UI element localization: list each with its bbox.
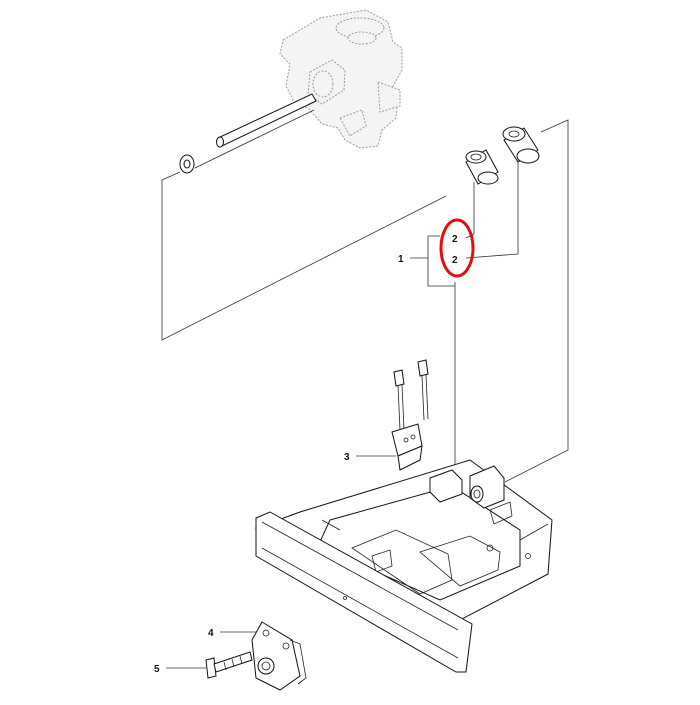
main-frame — [254, 459, 553, 621]
bolt-part — [205, 651, 253, 679]
callout-3: 3 — [344, 452, 350, 463]
nut-part — [179, 154, 195, 174]
mounting-plate — [251, 621, 307, 691]
bolt-right — [417, 359, 429, 421]
callout-4: 4 — [208, 628, 214, 639]
axle-pin — [216, 93, 317, 148]
leader-lines — [161, 109, 569, 669]
front-bumper — [255, 511, 473, 673]
highlight-ring — [439, 218, 475, 278]
bushing-left — [465, 149, 499, 185]
callout-2-lower: 2 — [452, 255, 458, 266]
callout-5: 5 — [154, 664, 160, 675]
bushing-right — [502, 126, 540, 164]
gearbox-housing-ghost — [279, 9, 403, 149]
bracket-part — [391, 423, 423, 471]
bolt-left — [393, 369, 405, 431]
callout-1: 1 — [398, 254, 404, 265]
callout-2-upper: 2 — [452, 234, 458, 245]
